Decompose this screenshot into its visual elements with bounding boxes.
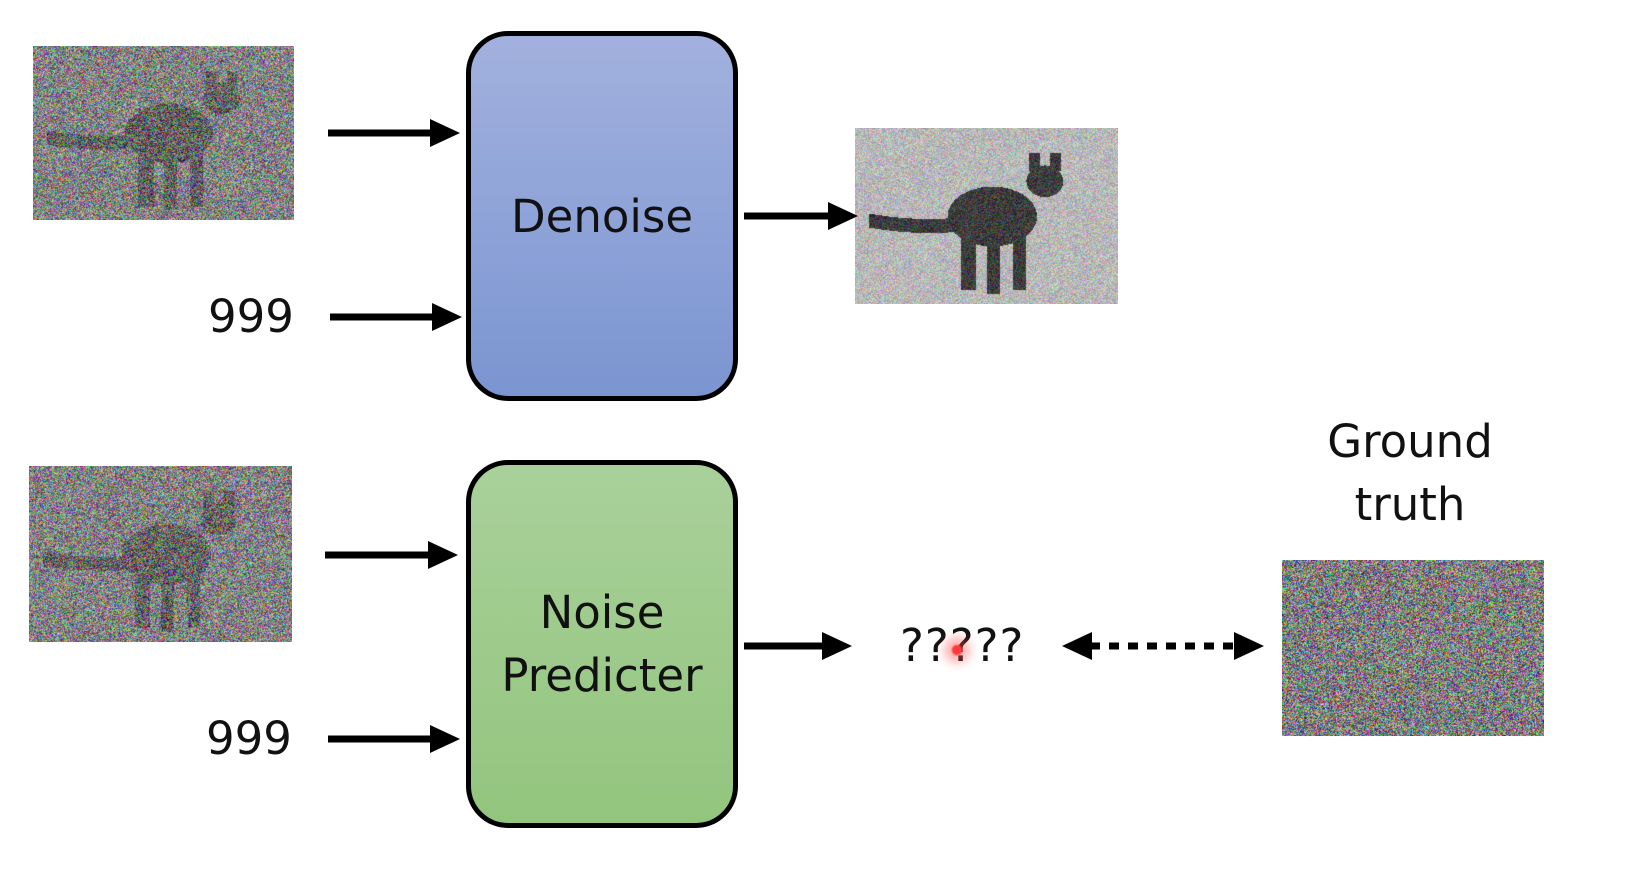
bottom-step-number: 999 [206, 712, 292, 765]
bottom-input-noisy-image [29, 466, 292, 642]
noise-predicter-box-label: Noise Predicter [501, 586, 703, 702]
noisy-cat-icon [29, 466, 292, 642]
ground-truth-label: Ground truth [1327, 415, 1493, 531]
ground-truth-noise-image [1282, 560, 1544, 736]
denoise-box: Denoise [466, 31, 738, 401]
pure-noise-icon [1282, 560, 1544, 736]
top-step-to-denoise-arrow [330, 303, 462, 331]
predicter-to-output-arrow [744, 632, 852, 660]
noise-predicter-box: Noise Predicter [466, 460, 738, 828]
pointer-cursor [950, 643, 964, 657]
top-output-image [855, 128, 1118, 304]
top-input-noisy-image [33, 46, 294, 220]
less-noisy-cat-icon [855, 128, 1118, 304]
top-image-to-denoise-arrow [328, 119, 460, 147]
compare-double-arrow [1062, 632, 1264, 660]
top-step-number: 999 [208, 290, 294, 343]
denoise-to-output-arrow [744, 202, 858, 230]
noisy-cat-icon [33, 46, 294, 220]
bottom-image-to-predicter-arrow [325, 541, 458, 569]
bottom-step-to-predicter-arrow [328, 725, 460, 753]
denoise-box-label: Denoise [510, 189, 694, 243]
